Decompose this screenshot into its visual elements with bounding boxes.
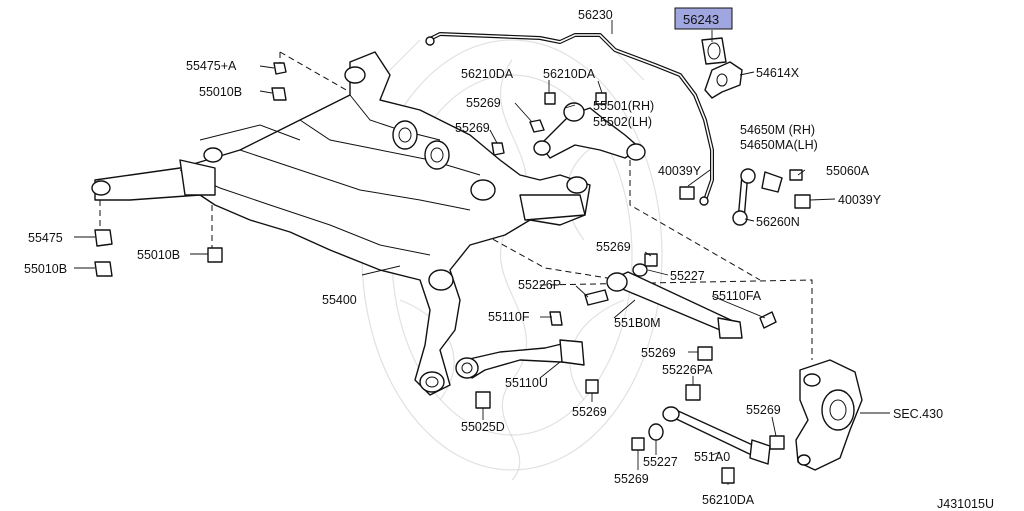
label-55227-b[interactable]: 55227 [643,455,678,469]
highlight-box-56243 [674,7,733,30]
label-56230[interactable]: 56230 [578,8,613,22]
label-56210DA-a[interactable]: 56210DA [461,67,514,81]
diagram-reference-code: J431015U [937,497,994,511]
stabilizer-clamp-54614X [704,61,743,99]
label-55110FA[interactable]: 55110FA [712,289,762,303]
label-55025D[interactable]: 55025D [461,420,505,434]
label-54650MA-lh[interactable]: 54650MA(LH) [740,138,818,152]
label-54614X[interactable]: 54614X [756,66,800,80]
label-55269-c[interactable]: 55269 [596,240,631,254]
label-55269-g[interactable]: 55269 [614,472,649,486]
label-55110U[interactable]: 55110U [505,376,548,390]
leader-lines [74,20,890,485]
subframe-55400 [91,51,591,396]
label-SEC430[interactable]: SEC.430 [893,407,943,421]
label-55400[interactable]: 55400 [322,293,357,307]
label-551A0[interactable]: 551A0 [694,450,730,464]
label-551B0M[interactable]: 551B0M [614,316,661,330]
label-56260N[interactable]: 56260N [756,215,800,229]
label-55226PA[interactable]: 55226PA [662,363,713,377]
label-55269-d[interactable]: 55269 [641,346,676,360]
fasteners [94,62,811,484]
label-55226P[interactable]: 55226P [518,278,561,292]
label-55475[interactable]: 55475 [28,231,63,245]
label-56243[interactable]: 56243 [683,12,719,27]
label-55269-e[interactable]: 55269 [572,405,607,419]
lower-link-551B0M [606,271,743,339]
lateral-link-551A0 [662,406,771,465]
label-55227-a[interactable]: 55227 [670,269,705,283]
stabilizer-bushing-56243 [701,37,727,65]
label-54650M-rh[interactable]: 54650M (RH) [740,123,815,137]
label-40039Y-b[interactable]: 40039Y [838,193,882,207]
lower-arm-55110U [455,339,585,379]
label-56210DA-b[interactable]: 56210DA [543,67,596,81]
label-55269-f[interactable]: 55269 [746,403,781,417]
rear-knuckle-SEC430 [795,359,863,471]
label-55269-b[interactable]: 55269 [455,121,490,135]
part-labels: 56230 56243 54614X 55475+A 55010B 56210D… [24,8,994,511]
label-55010B-mid[interactable]: 55010B [137,248,180,262]
label-56210DA-c[interactable]: 56210DA [702,493,755,507]
stabilizer-bar-56230 [425,32,714,206]
upper-link-55501-55502 [533,102,646,161]
label-55475-A[interactable]: 55475+A [186,59,237,73]
label-55010B-top[interactable]: 55010B [199,85,242,99]
label-40039Y-a[interactable]: 40039Y [658,164,702,178]
label-55501-rh[interactable]: 55501(RH) [593,99,654,113]
label-55010B-low[interactable]: 55010B [24,262,67,276]
label-55060A[interactable]: 55060A [826,164,870,178]
label-55269-a[interactable]: 55269 [466,96,501,110]
label-55502-lh[interactable]: 55502(LH) [593,115,652,129]
stabilizer-connecting-rod-54650M [732,168,783,226]
label-55110F[interactable]: 55110F [488,310,530,324]
